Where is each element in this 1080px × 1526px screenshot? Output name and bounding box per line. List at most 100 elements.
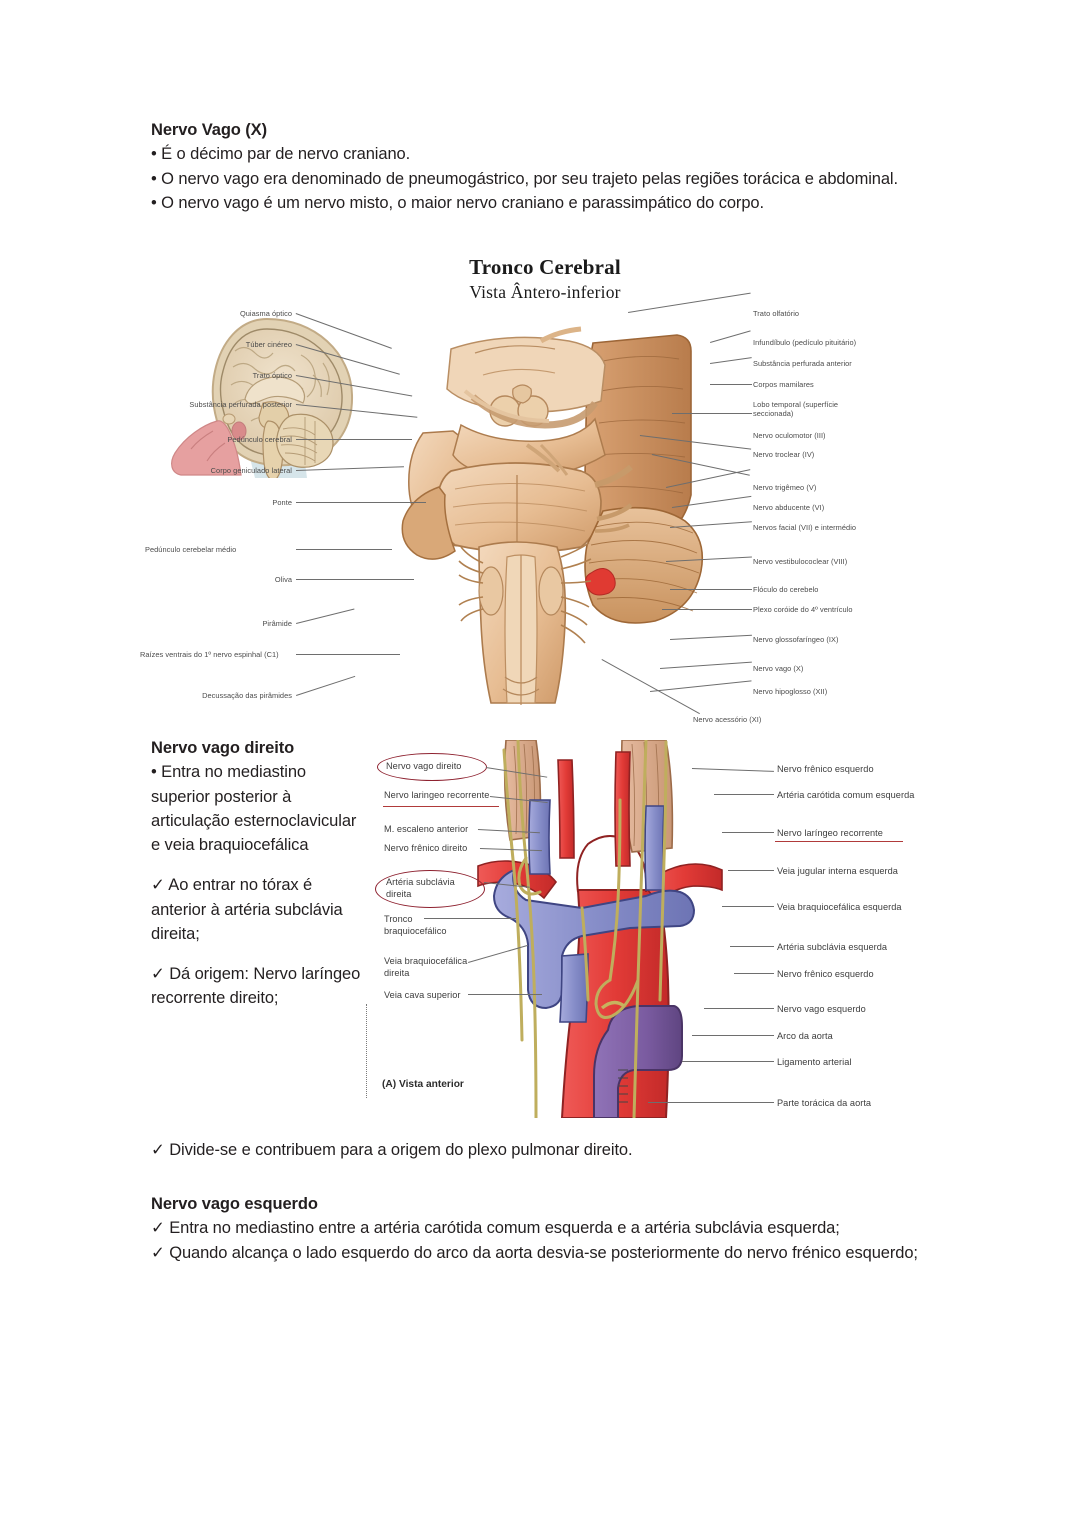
fig1-label-tuber-cinereo: Túber cinéreo [245,340,292,349]
divide-text: ✓ Divide-se e contribuem para a origem d… [151,1141,633,1159]
fig1-label-corpos-mamilares: Corpos mamilares [753,380,814,389]
vago-esquerdo-paragraph-1: ✓ Entra no mediastino entre a artéria ca… [151,1219,840,1238]
fig1-label-nervo-glossofaringeo: Nervo glossofaríngeo (IX) [753,635,839,644]
fig2-leader-right-7 [734,973,774,974]
page-title: Nervo Vago (X) [151,121,267,139]
intro-bullet-1: • É o décimo par de nervo craniano. [151,145,411,164]
figure-vista-anterior-mediastino: Nervo vago direito Nervo laringeo recorr… [362,740,940,1118]
annotation-ellipse-arteria-subclavia-direita [375,870,485,908]
fig1-label-plexo-coroide: Plexo coróide do 4º ventrículo [753,605,853,614]
fig2-leader-right-10 [682,1061,774,1062]
fig1-leader-right-12 [670,589,752,590]
fig1-leader-left-9 [296,579,414,580]
fig2-leader-left-6 [424,918,516,919]
fig1-leader-right-4 [710,384,752,385]
divide-paragraph: ✓ Divide-se e contribuem para a origem d… [151,1138,941,1162]
fig1-leader-left-12 [296,675,356,696]
fig2-leader-right-3 [722,832,774,833]
fig2-leader-right-6 [730,946,774,947]
fig1-label-pedunculo-cerebelar-medio: Pedúnculo cerebelar médio [145,545,237,554]
spacer-1 [151,857,363,873]
fig1-leader-left-7 [296,502,426,503]
fig2-leader-right-4 [728,870,774,871]
fig1-label-piramide: Pirâmide [262,619,292,628]
brainstem-illustration [401,326,704,705]
intro-text-block: Nervo Vago (X) • É o décimo par de nervo… [151,118,941,215]
fig2-leader-right-5 [722,906,774,907]
fig1-label-nervo-hipoglosso: Nervo hipoglosso (XII) [753,687,828,696]
heading-nervo-vago-direito: Nervo vago direito [151,739,295,757]
fig1-label-infundibulo: Infundíbulo (pedículo pituitário) [753,338,857,347]
fig1-label-nervo-vago: Nervo vago (X) [753,664,804,673]
fig2-label-arteria-subclavia-esq: Artéria subclávia esquerda [777,942,888,952]
fig1-label-lobo-temporal: Lobo temporal (superfície seccionada) [753,400,839,419]
fig2-label-veia-cava-superior: Veia cava superior [384,990,461,1000]
fig1-label-nervo-abducente: Nervo abducente (VI) [753,503,825,512]
intro-bullet-2: • O nervo vago era denominado de pneumog… [151,169,898,188]
fig1-label-substancia-perfurada-anterior: Substância perfurada anterior [753,359,852,368]
fig2-label-nervo-frenico-esquerdo-1: Nervo frênico esquerdo [777,764,874,774]
fig1-label-raizes-ventrais: Raízes ventrais do 1º nervo espinhal (C1… [140,650,279,659]
fig2-label-ligamento-arterial: Ligamento arterial [777,1057,852,1067]
fig2-leader-right-9 [692,1035,774,1036]
fig2-label-nervo-frenico-esquerdo-2: Nervo frênico esquerdo [777,969,874,979]
fig1-label-quiasma-optico: Quiasma óptico [239,309,292,318]
intro-bullet-3: • O nervo vago é um nervo misto, o maior… [151,193,764,212]
fig2-label-tronco-braquiocefalico: Tronco braquiocefálico [384,914,447,936]
figure1-title-line1: Tronco Cerebral [469,255,621,279]
fig1-leader-left-8 [296,549,392,550]
fig2-caption-vista-anterior: (A) Vista anterior [382,1079,464,1090]
fig1-label-corpo-geniculado-lateral: Corpo geniculado lateral [210,466,292,475]
fig2-label-arco-da-aorta: Arco da aorta [777,1031,833,1041]
figure2-dotted-rule [366,1004,367,1098]
spacer-2 [151,946,363,962]
fig1-leader-left-10 [296,608,355,624]
figure1-title-line2: Vista Ântero-inferior [469,282,621,302]
fig2-label-veia-braquiocefalica-direita: Veia braquiocefálica direita [384,956,468,978]
fig1-leader-left-11 [296,654,400,655]
fig2-label-veia-braquiocefalica-esq: Veia braquiocefálica esquerda [777,902,902,912]
figure1-title: Tronco Cerebral Vista Ântero-inferior [150,255,940,303]
fig1-label-oliva: Oliva [274,575,292,584]
fig1-label-nervo-trigemeo: Nervo trigêmeo (V) [753,483,817,492]
fig1-leader-right-5 [672,413,752,414]
fig1-label-ponte: Ponte [272,498,292,507]
fig1-label-pedunculo-cerebral: Pedúnculo cerebral [227,435,292,444]
fig2-label-arteria-carotida-comum-esq: Artéria carótida comum esquerda [777,790,915,800]
fig2-label-nervo-frenico-direito: Nervo frênico direito [384,843,468,853]
fig1-label-nervo-acessorio: Nervo acessório (XI) [693,715,762,724]
vago-esquerdo-paragraph-2: ✓ Quando alcança o lado esquerdo do arco… [151,1243,918,1262]
fig1-label-nervo-oculomotor: Nervo oculomotor (III) [753,431,826,440]
annotation-underline-nervo-laringeo-recorrente-esq [383,806,499,807]
fig2-label-m-escaleno-anterior: M. escaleno anterior [384,824,469,834]
vago-direito-paragraph-3: ✓ Dá origem: Nervo laríngeo recorrente d… [151,965,361,1008]
fig1-label-nervo-vestibulococlear: Nervo vestibulococlear (VIII) [753,557,848,566]
fig1-label-substancia-perfurada-posterior: Substância perfurada posterior [189,400,292,409]
fig2-label-parte-toracica-da-aorta: Parte torácica da aorta [777,1098,872,1108]
fig1-label-decussacao-piramides: Decussação das pirâmides [202,691,292,700]
vago-direito-paragraph-2: ✓ Ao entrar no tórax é anterior à artéri… [151,876,348,943]
fig2-label-nervo-vago-esquerdo: Nervo vago esquerdo [777,1004,866,1014]
mediastinum-vessels-illustration [477,740,723,1118]
figure-tronco-cerebral: Tronco Cerebral Vista Ântero-inferior [140,255,940,724]
fig1-leader-right-13 [662,609,752,610]
fig1-label-trato-olfatorio: Trato olfatório [753,309,800,318]
fig2-leader-right-8 [704,1008,774,1009]
heading-nervo-vago-esquerdo: Nervo vago esquerdo [151,1195,318,1213]
fig2-label-veia-jugular-interna-esq: Veia jugular interna esquerda [777,866,898,876]
fig2-leader-left-8 [468,994,542,995]
fig2-leader-right-2 [714,794,774,795]
vago-direito-paragraph-1: • Entra no mediastino superior posterior… [151,763,361,854]
fig2-label-nervo-laringeo-recorrente-dir: Nervo laringeo recorrente [384,790,490,800]
fig1-label-nervo-troclear: Nervo troclear (IV) [753,450,815,459]
fig1-label-nervos-facial-intermedio: Nervos facial (VII) e intermédio [753,523,857,532]
annotation-ellipse-nervo-vago-direito [377,753,487,781]
annotation-underline-nervo-laringeo-recorrente-dir [775,841,903,842]
fig1-label-floculo-cerebelo: Flóculo do cerebelo [753,585,819,594]
sagittal-brain-illustration [171,317,354,478]
fig1-label-trato-optico: Trato óptico [252,371,292,380]
fig1-leader-left-5 [296,439,412,440]
section-nervo-vago-esquerdo: Nervo vago esquerdo ✓ Entra no mediastin… [151,1192,941,1265]
section-nervo-vago-direito: Nervo vago direito • Entra no mediastino… [151,736,363,1011]
